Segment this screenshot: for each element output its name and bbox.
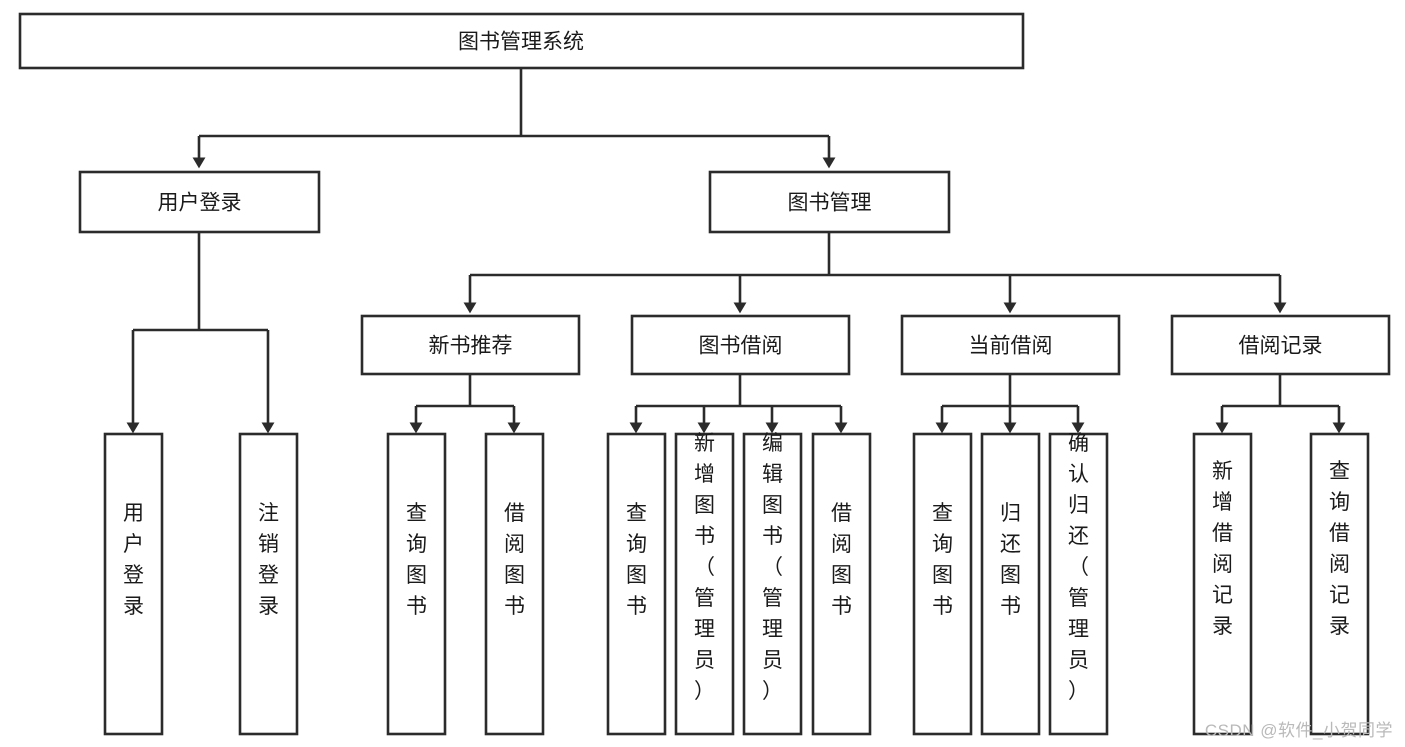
connector-root-to-level2 (192, 68, 836, 169)
leaf-user-login-login[interactable]: 用户登录 (103, 432, 164, 736)
connector-book-management-to-level3 (463, 232, 1287, 314)
leaf-borrow-edit-book-label: 编辑图书（管理员） (762, 432, 783, 703)
connector-current-borrow-to-leaves (935, 374, 1085, 434)
node-new-book-recommend[interactable]: 新书推荐 (360, 314, 581, 376)
leaf-borrow-add-book-label: 新增图书（管理员） (694, 432, 715, 703)
leaf-borrow-query-book-label: 查询图书 (626, 502, 647, 618)
leaf-borrow-borrow-book-label: 借阅图书 (831, 502, 852, 618)
leaf-borrow-query-book[interactable]: 查询图书 (606, 432, 667, 736)
node-new-book-recommend-label: 新书推荐 (429, 335, 513, 358)
node-book-management-label: 图书管理 (788, 192, 872, 215)
leaf-current-query-book-label: 查询图书 (932, 502, 953, 618)
leaf-user-login-logout[interactable]: 注销登录 (238, 432, 299, 736)
connector-new-book-recommend-to-leaves (409, 374, 521, 434)
leaf-borrow-edit-book[interactable]: 编辑图书（管理员） (742, 432, 803, 736)
leaf-current-return-book[interactable]: 归还图书 (980, 432, 1041, 736)
leaf-recommend-query-book[interactable]: 查询图书 (386, 432, 447, 736)
leaf-recommend-query-book-label: 查询图书 (406, 502, 427, 618)
connector-book-borrow-to-leaves (629, 374, 848, 434)
leaf-current-query-book[interactable]: 查询图书 (912, 432, 973, 736)
leaf-borrow-add-book[interactable]: 新增图书（管理员） (674, 432, 735, 736)
leaf-user-login-logout-label: 注销登录 (258, 502, 279, 618)
leaf-record-add-record[interactable]: 新增借阅记录 (1192, 432, 1253, 736)
leaf-record-add-record-label: 新增借阅记录 (1212, 460, 1233, 638)
leaf-record-query-record-label: 查询借阅记录 (1329, 460, 1350, 638)
leaf-record-query-record[interactable]: 查询借阅记录 (1309, 432, 1370, 736)
node-user-login-label: 用户登录 (158, 192, 242, 215)
connector-borrow-record-to-leaves (1215, 374, 1346, 434)
node-borrow-record[interactable]: 借阅记录 (1170, 314, 1391, 376)
leaf-current-confirm-return-label: 确认归还（管理员） (1068, 432, 1089, 703)
node-root[interactable]: 图书管理系统 (18, 12, 1025, 70)
leaf-current-confirm-return[interactable]: 确认归还（管理员） (1048, 432, 1109, 736)
leaf-current-return-book-label: 归还图书 (1000, 502, 1021, 618)
leaf-recommend-borrow-book-label: 借阅图书 (504, 502, 525, 618)
node-borrow-record-label: 借阅记录 (1239, 335, 1323, 358)
node-book-management[interactable]: 图书管理 (708, 170, 951, 234)
node-user-login[interactable]: 用户登录 (78, 170, 321, 234)
leaf-user-login-login-label: 用户登录 (123, 502, 144, 618)
csdn-watermark: CSDN @软件_小贺同学 (1204, 721, 1393, 740)
connector-user-login-to-leaves (126, 232, 275, 434)
node-root-label: 图书管理系统 (458, 31, 584, 54)
node-current-borrow-label: 当前借阅 (969, 335, 1053, 358)
leaf-recommend-borrow-book[interactable]: 借阅图书 (484, 432, 545, 736)
leaf-borrow-borrow-book[interactable]: 借阅图书 (811, 432, 872, 736)
node-book-borrow-label: 图书借阅 (699, 335, 783, 358)
node-current-borrow[interactable]: 当前借阅 (900, 314, 1121, 376)
node-book-borrow[interactable]: 图书借阅 (630, 314, 851, 376)
